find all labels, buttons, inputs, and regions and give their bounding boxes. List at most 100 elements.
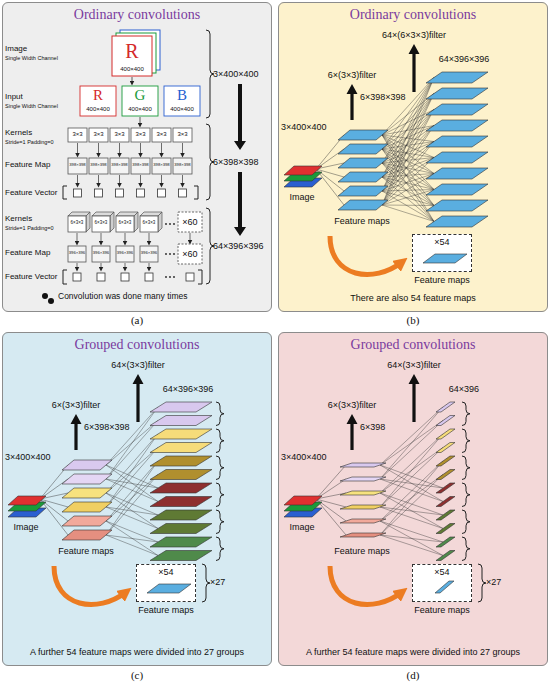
drawn-line (149, 263, 150, 269)
drawn-line (190, 233, 191, 242)
drawn-box (97, 273, 105, 281)
diagram-label: 6×398×398 (84, 422, 130, 432)
drawn-line (380, 465, 443, 502)
drawn-shape (340, 505, 386, 509)
diagram-label: 3×400×400 (213, 69, 259, 79)
drawn-line (382, 177, 434, 206)
drawn-box (92, 216, 110, 232)
drawn-box (89, 158, 108, 174)
diagram-label: Image (289, 522, 314, 532)
drawn-line (77, 175, 78, 185)
drawn-line (382, 163, 434, 222)
drawn-line (382, 191, 434, 222)
diagram-label: Feature maps (334, 216, 390, 226)
panel-letter: (d) (407, 669, 420, 682)
drawn-shape (436, 402, 455, 412)
drawn-line (380, 465, 443, 488)
drawn-shape (340, 477, 386, 481)
drawn-shape (330, 566, 402, 605)
drawn-shape (71, 414, 82, 450)
drawn-line (316, 499, 346, 535)
drawn-shape (347, 414, 358, 450)
diagram-label: 398×398 (111, 163, 127, 168)
diagram-label: 64×396×396 (213, 241, 264, 251)
diagram-label: 64×(6×3×3)filter (382, 30, 446, 40)
panel-ground (278, 2, 548, 312)
panel-frame: ×54Ordinary convolutionsThere are also 5… (278, 2, 548, 312)
diagram-label: 400×400 (170, 106, 194, 113)
drawn-line (106, 434, 158, 493)
drawn-shape (216, 456, 224, 480)
drawn-box (140, 216, 158, 232)
panel-frame: ×54Grouped convolutionsA further 54 feat… (278, 332, 548, 666)
drawn-box (164, 86, 200, 116)
drawn-shape (462, 429, 470, 453)
diagram-label: 3×400×400 (5, 452, 51, 462)
drawn-shape (436, 483, 455, 493)
drawn-shape (202, 564, 210, 602)
drawn-box (68, 158, 87, 174)
drawn-line (380, 493, 443, 515)
repeat-box: ×54 (136, 564, 196, 602)
drawn-shape (340, 491, 386, 495)
diagram-label: 3×400×400 (281, 452, 327, 462)
drawn-shape (426, 184, 488, 195)
diagram-label: Single Width Channel (5, 103, 58, 109)
drawn-line (382, 135, 434, 174)
diagram-label: 6×(3×3)filter (328, 70, 377, 80)
diagram-label: 398×398 (153, 163, 169, 168)
drawn-shape (150, 470, 212, 480)
drawn-box (140, 246, 158, 262)
panel-letter: (c) (131, 669, 143, 682)
drawn-shape (150, 524, 212, 534)
drawn-shape (462, 402, 470, 426)
panel-ground (2, 2, 272, 312)
drawn-box (89, 128, 108, 142)
drawn-shape (426, 200, 488, 211)
repeat-count: ×54 (413, 237, 471, 247)
drawn-shape (436, 470, 455, 480)
diagram-label: Feature maps (58, 546, 114, 556)
drawn-line (382, 126, 434, 136)
drawn-shape (409, 374, 420, 422)
diagram-label: Feature Vector (5, 188, 57, 197)
diagram-label: ×27 (210, 577, 225, 587)
drawn-box (95, 189, 103, 197)
drawn-line (101, 263, 102, 269)
drawn-group (316, 407, 443, 556)
drawn-shape (206, 124, 214, 200)
diagram-label: Kernels (5, 128, 32, 137)
drawn-line (106, 479, 158, 488)
diagram-label: Single Width Channel (5, 55, 58, 61)
repeat-box: ×54 (412, 564, 472, 602)
drawn-line (106, 507, 158, 515)
drawn-shape (436, 524, 455, 534)
drawn-box (131, 158, 150, 174)
drawn-box (178, 212, 202, 232)
drawn-line (77, 143, 78, 155)
drawn-box (173, 128, 192, 142)
drawn-line (380, 535, 443, 542)
drawn-box (116, 189, 124, 197)
drawn-shape (338, 130, 388, 140)
drawn-shape (62, 488, 112, 498)
drawn-shape (86, 212, 90, 232)
panel-letter: (b) (407, 314, 420, 327)
drawn-shape (436, 497, 455, 507)
drawn-line (77, 233, 78, 243)
panel-ground (2, 332, 272, 666)
drawn-box (178, 244, 202, 264)
diagram-label: R (125, 40, 138, 63)
drawn-line (382, 110, 434, 206)
drawn-shape (340, 463, 386, 467)
drawn-line (382, 94, 434, 192)
diagram-label: Feature maps (138, 605, 194, 615)
diagram-label: 400×400 (128, 106, 152, 113)
drawn-shape (110, 212, 114, 232)
panel-title: Grouped convolutions (279, 337, 547, 353)
drawn-line (382, 190, 434, 192)
drawn-shape (338, 186, 388, 196)
drawn-shape (158, 212, 162, 232)
diagram-label: Kernels (5, 214, 32, 223)
diagram-label: Stride=1 Padding=0 (5, 139, 54, 145)
